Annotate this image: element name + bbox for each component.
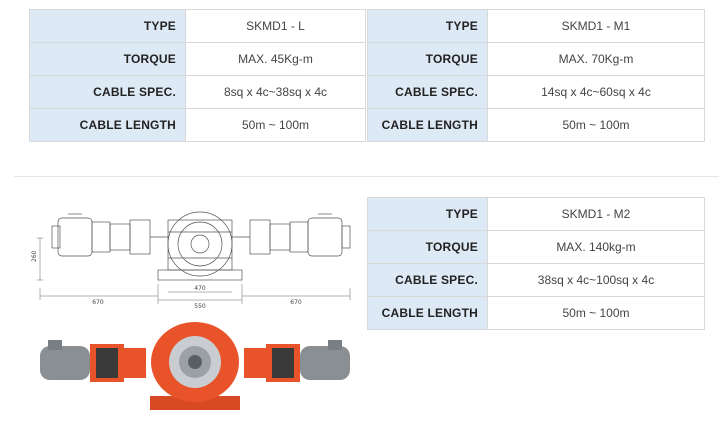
table-row: CABLE LENGTH 50m ~ 100m xyxy=(367,296,705,330)
table-row: TORQUE MAX. 70Kg-m xyxy=(367,42,705,76)
product-photo xyxy=(40,322,350,410)
dim-left-label: 670 xyxy=(92,299,104,306)
torque-value: MAX. 45Kg-m xyxy=(185,42,366,76)
type-label: TYPE xyxy=(367,197,488,231)
table-row: TORQUE MAX. 45Kg-m xyxy=(29,42,366,76)
cable-length-value: 50m ~ 100m xyxy=(185,108,366,142)
type-value: SKMD1 - M2 xyxy=(487,197,705,231)
cable-spec-value: 38sq x 4c~100sq x 4c xyxy=(487,263,705,297)
torque-label: TORQUE xyxy=(367,230,488,264)
table-row: CABLE SPEC. 8sq x 4c~38sq x 4c xyxy=(29,75,366,109)
dim-right-label: 670 xyxy=(290,299,302,306)
table-row: CABLE SPEC. 38sq x 4c~100sq x 4c xyxy=(367,263,705,297)
table-row: TYPE SKMD1 - M1 xyxy=(367,9,705,43)
cable-spec-value: 8sq x 4c~38sq x 4c xyxy=(185,75,366,109)
spec-table-skmd1-m1: TYPE SKMD1 - M1 TORQUE MAX. 70Kg-m CABLE… xyxy=(367,9,705,142)
cable-length-label: CABLE LENGTH xyxy=(367,108,488,142)
cable-length-label: CABLE LENGTH xyxy=(29,108,186,142)
table-row: TYPE SKMD1 - L xyxy=(29,9,366,43)
technical-drawing: 260 670 470 550 670 xyxy=(31,211,351,310)
table-row: TYPE SKMD1 - M2 xyxy=(367,197,705,231)
type-value: SKMD1 - L xyxy=(185,9,366,43)
table-row: CABLE SPEC. 14sq x 4c~60sq x 4c xyxy=(367,75,705,109)
type-label: TYPE xyxy=(367,9,488,43)
dim-height-label: 260 xyxy=(31,250,38,262)
cable-length-value: 50m ~ 100m xyxy=(487,296,705,330)
cable-length-value: 50m ~ 100m xyxy=(487,108,705,142)
torque-value: MAX. 140kg-m xyxy=(487,230,705,264)
table-row: CABLE LENGTH 50m ~ 100m xyxy=(367,108,705,142)
cable-spec-label: CABLE SPEC. xyxy=(367,263,488,297)
torque-label: TORQUE xyxy=(367,42,488,76)
type-label: TYPE xyxy=(29,9,186,43)
cable-length-label: CABLE LENGTH xyxy=(367,296,488,330)
dim-center-outer-label: 550 xyxy=(194,303,206,310)
table-row: TORQUE MAX. 140kg-m xyxy=(367,230,705,264)
cable-spec-label: CABLE SPEC. xyxy=(29,75,186,109)
dim-center-inner-label: 470 xyxy=(194,285,206,292)
spec-table-skmd1-m2: TYPE SKMD1 - M2 TORQUE MAX. 140kg-m CABL… xyxy=(367,197,705,330)
torque-value: MAX. 70Kg-m xyxy=(487,42,705,76)
spec-table-skmd1-l: TYPE SKMD1 - L TORQUE MAX. 45Kg-m CABLE … xyxy=(29,9,366,142)
cable-spec-label: CABLE SPEC. xyxy=(367,75,488,109)
type-value: SKMD1 - M1 xyxy=(487,9,705,43)
cable-spec-value: 14sq x 4c~60sq x 4c xyxy=(487,75,705,109)
torque-label: TORQUE xyxy=(29,42,186,76)
section-divider xyxy=(14,176,719,177)
table-row: CABLE LENGTH 50m ~ 100m xyxy=(29,108,366,142)
